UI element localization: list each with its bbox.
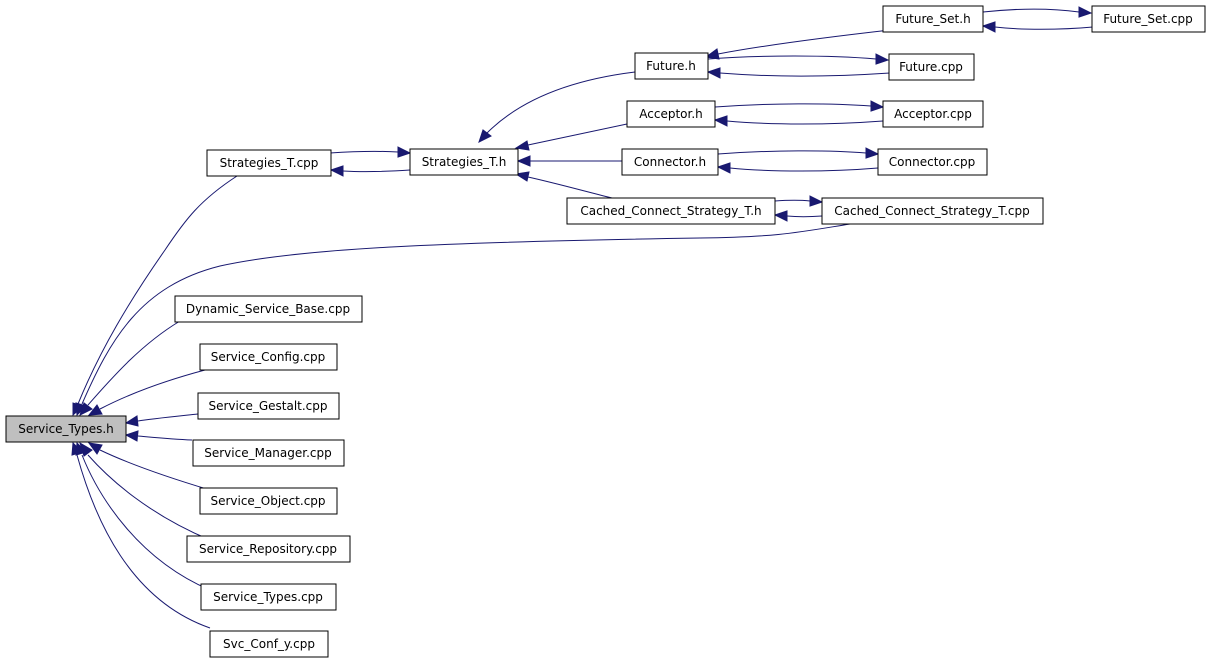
node-label: Strategies_T.h [422, 155, 507, 169]
edge-future-set-h-to-future-set-cpp [982, 6, 1093, 18]
node-cached-connect-strategy-t-h[interactable]: Cached_Connect_Strategy_T.h [566, 197, 776, 225]
node-label: Future.cpp [899, 60, 963, 74]
node-label: Svc_Conf_y.cpp [223, 637, 315, 651]
node-label: Service_Object.cpp [210, 494, 325, 508]
node-label: Service_Types.h [18, 422, 114, 436]
nodes: Service_Types.h Strategies_T.cpp Strateg… [5, 5, 1206, 658]
edge-future-cpp-to-future-h [706, 67, 891, 79]
edge-dynamic-service-base-cpp-to-service-types-h [79, 320, 181, 416]
edge-future-h-to-future-cpp [707, 53, 890, 65]
edge-future-set-cpp-to-future-set-h [981, 21, 1094, 33]
edge-future-h-to-strategies-t-h [478, 71, 636, 143]
edge-connector-h-to-connector-cpp [717, 147, 880, 159]
edge-service-object-cpp-to-service-types-h [87, 442, 211, 491]
node-acceptor-h[interactable]: Acceptor.h [626, 100, 716, 128]
node-dynamic-service-base-cpp[interactable]: Dynamic_Service_Base.cpp [174, 295, 363, 323]
edge-service-gestalt-cpp-to-service-types-h [124, 413, 199, 427]
edge-cached-connect-strategy-t-cpp-to-h [773, 210, 823, 222]
node-label: Future_Set.cpp [1103, 12, 1193, 26]
node-label: Service_Gestalt.cpp [208, 399, 327, 413]
edge-acceptor-cpp-to-acceptor-h [713, 115, 884, 127]
node-service-object-cpp[interactable]: Service_Object.cpp [199, 487, 338, 515]
node-strategies-t-cpp[interactable]: Strategies_T.cpp [206, 149, 332, 177]
node-service-config-cpp[interactable]: Service_Config.cpp [199, 343, 338, 371]
node-label: Future_Set.h [895, 12, 970, 26]
node-service-manager-cpp[interactable]: Service_Manager.cpp [192, 439, 345, 467]
edge-acceptor-h-to-acceptor-cpp [714, 100, 885, 112]
node-label: Acceptor.cpp [894, 107, 972, 121]
node-future-set-cpp[interactable]: Future_Set.cpp [1091, 5, 1206, 33]
node-label: Connector.cpp [889, 155, 975, 169]
node-cached-connect-strategy-t-cpp[interactable]: Cached_Connect_Strategy_T.cpp [821, 197, 1044, 225]
node-label: Future.h [646, 59, 696, 73]
node-label: Service_Config.cpp [211, 350, 326, 364]
node-label: Service_Repository.cpp [199, 542, 337, 556]
node-label: Cached_Connect_Strategy_T.cpp [834, 204, 1030, 218]
edge-cached-connect-strategy-t-h-to-cpp [774, 195, 824, 207]
node-service-types-cpp[interactable]: Service_Types.cpp [200, 583, 337, 611]
node-label: Service_Manager.cpp [204, 446, 332, 460]
edge-future-set-h-to-future-h [704, 29, 891, 60]
node-svc-conf-y-cpp[interactable]: Svc_Conf_y.cpp [209, 630, 329, 658]
edge-strategies-t-h-to-strategies-t-cpp [329, 165, 411, 177]
node-future-h[interactable]: Future.h [634, 52, 709, 80]
node-label: Service_Types.cpp [213, 590, 323, 604]
edge-acceptor-h-to-strategies-t-h [514, 123, 628, 151]
node-connector-h[interactable]: Connector.h [621, 148, 719, 176]
edge-cached-connect-strategy-t-h-to-strategies-t-h [514, 171, 613, 199]
node-label: Dynamic_Service_Base.cpp [186, 302, 350, 316]
node-service-repository-cpp[interactable]: Service_Repository.cpp [186, 535, 351, 563]
node-future-cpp[interactable]: Future.cpp [888, 53, 975, 81]
edges [71, 6, 1094, 629]
node-label: Strategies_T.cpp [220, 156, 319, 170]
edge-connector-h-to-strategies-t-h [516, 155, 622, 167]
node-service-types-h[interactable]: Service_Types.h [5, 415, 127, 443]
edge-service-manager-cpp-to-service-types-h [124, 430, 193, 442]
node-acceptor-cpp[interactable]: Acceptor.cpp [882, 100, 984, 128]
node-future-set-h[interactable]: Future_Set.h [882, 5, 984, 33]
edge-svc-conf-y-cpp-to-service-types-h [71, 441, 211, 629]
edge-connector-cpp-to-connector-h [716, 162, 879, 174]
edge-service-config-cpp-to-service-types-h [87, 369, 206, 416]
node-label: Connector.h [634, 155, 706, 169]
node-connector-cpp[interactable]: Connector.cpp [877, 148, 988, 176]
edge-strategies-t-cpp-to-strategies-t-h [329, 146, 412, 158]
node-label: Acceptor.h [639, 107, 703, 121]
edge-service-types-cpp-to-service-types-h [75, 441, 211, 591]
node-label: Cached_Connect_Strategy_T.h [580, 204, 761, 218]
node-service-gestalt-cpp[interactable]: Service_Gestalt.cpp [197, 392, 340, 420]
node-strategies-t-h[interactable]: Strategies_T.h [409, 148, 519, 176]
